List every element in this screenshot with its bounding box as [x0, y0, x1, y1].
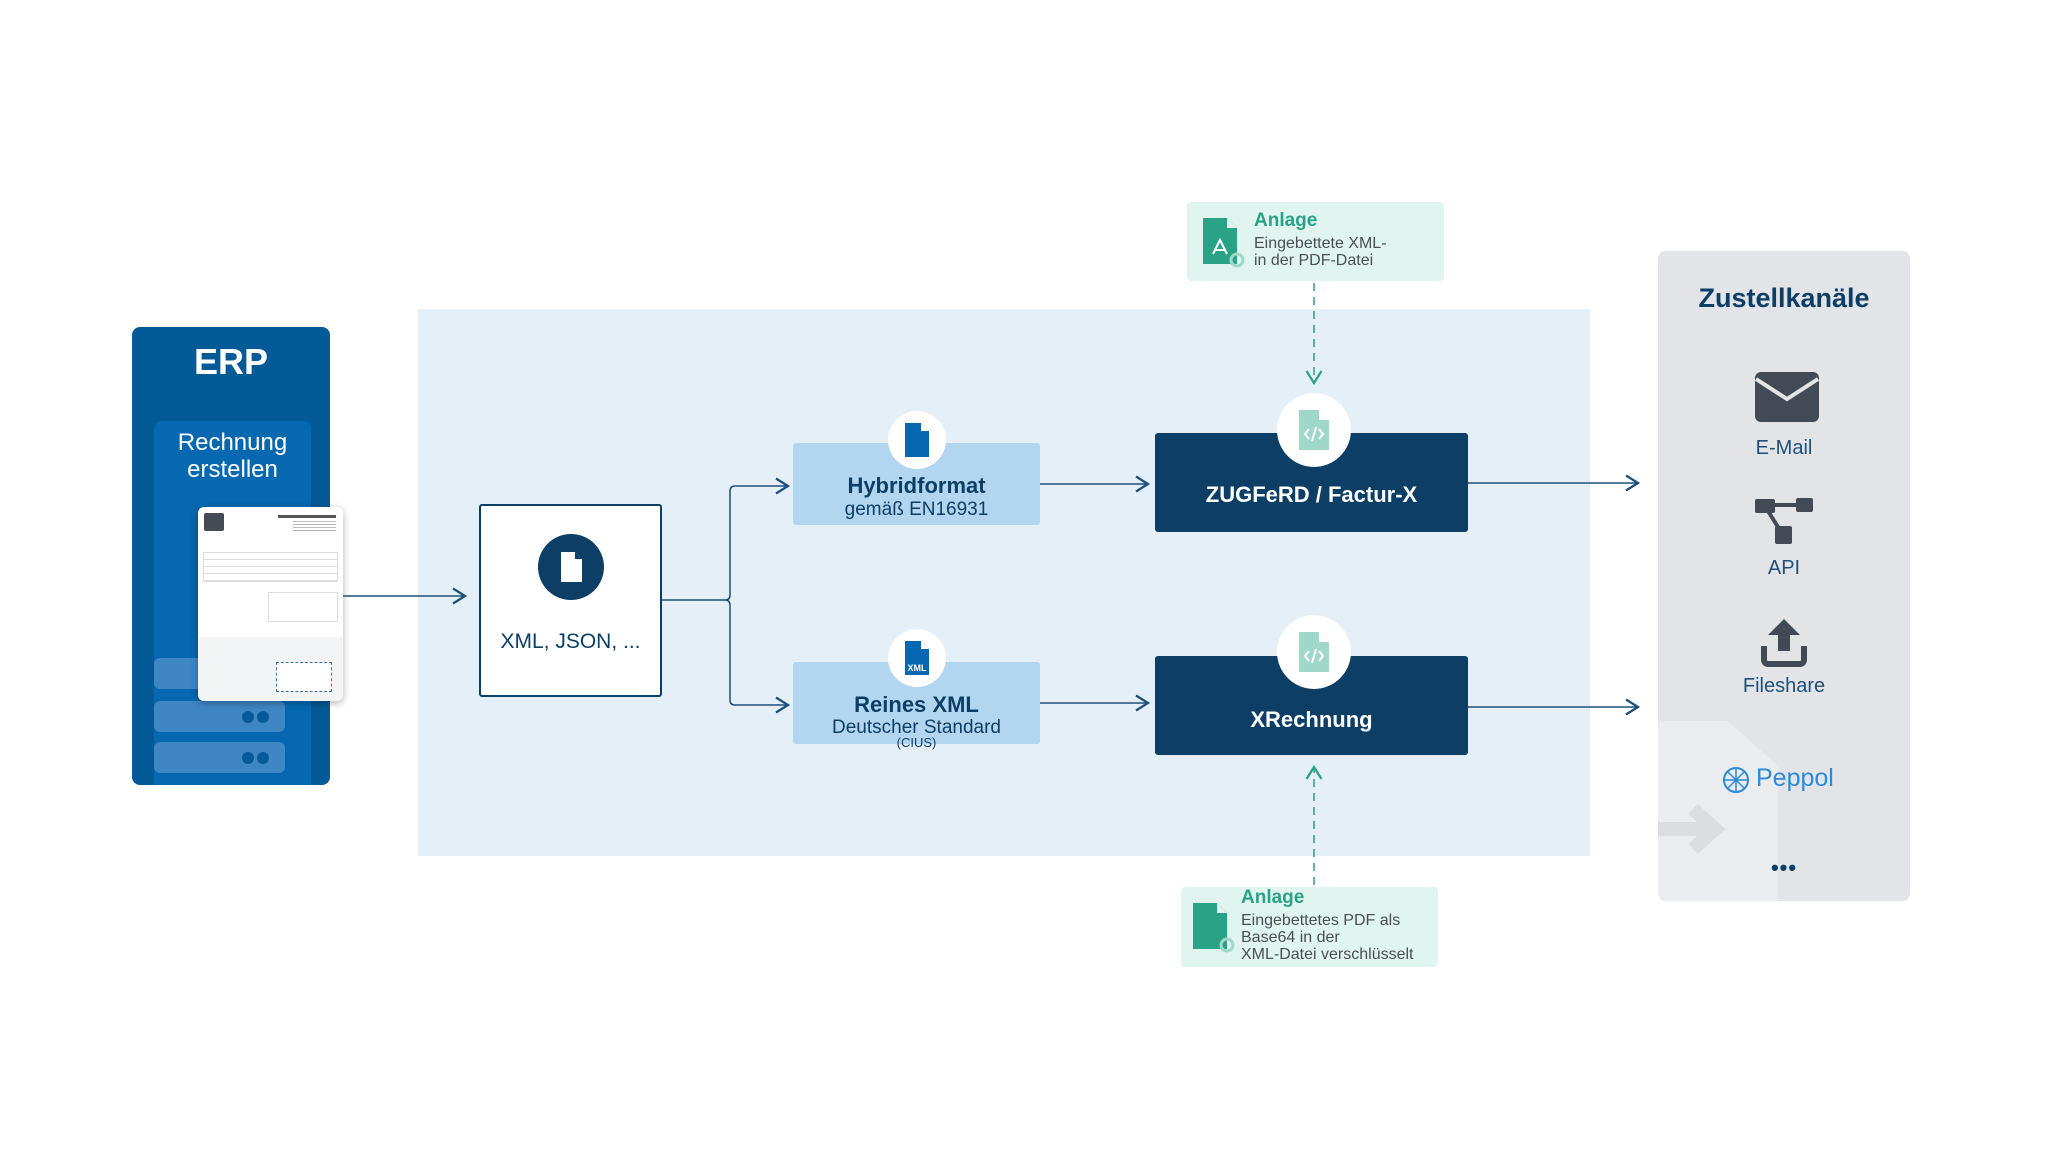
erp-title: ERP [193, 341, 269, 382]
more-channels[interactable]: ••• [1770, 855, 1798, 880]
attachment-note-pdf: Anlage Eingebettete XML-in der PDF-Datei [1187, 202, 1444, 281]
erp-subtitle-line: Rechnung [177, 429, 288, 456]
invoice-address-lines [293, 521, 336, 531]
file-icon [888, 411, 946, 469]
peppol-logo [1723, 767, 1749, 793]
server-bar [154, 701, 285, 732]
delivery-channels-panel: Zustellkanäle E-Mail API Fileshare Peppo… [1658, 251, 1910, 901]
erp-subtitle-line: erstellen [187, 456, 278, 483]
signature-box [276, 662, 332, 692]
logo-icon [204, 513, 224, 531]
api-icon[interactable] [1754, 497, 1814, 547]
server-bar [154, 742, 285, 773]
output-label: XRechnung [1250, 707, 1373, 732]
output-label: ZUGFeRD / Factur-X [1205, 482, 1418, 507]
xml-file-icon: XML [888, 629, 946, 687]
channel-peppol[interactable]: Peppol [1756, 764, 1834, 792]
code-file-icon [1277, 393, 1351, 467]
attachment-text: Eingebettete XML-in der PDF-Datei [1254, 235, 1387, 269]
channel-email[interactable]: E-Mail [1755, 437, 1813, 459]
pdf-attachment-icon [1203, 218, 1245, 268]
background-file-arrow-icon [1658, 721, 1778, 901]
channels-title: Zustellkanäle [1698, 283, 1870, 313]
file-icon [538, 534, 604, 600]
svg-text:XML: XML [908, 663, 928, 673]
channel-fileshare[interactable]: Fileshare [1742, 675, 1826, 697]
invoice-header-line [278, 515, 336, 518]
envelope-icon[interactable] [1754, 371, 1820, 423]
code-file-icon [1277, 615, 1351, 689]
channel-api[interactable]: API [1767, 557, 1801, 579]
file-attachment-icon [1193, 903, 1235, 953]
upload-icon[interactable] [1760, 618, 1808, 668]
source-data-box: XML, JSON, ... [479, 504, 662, 697]
attachment-title: Anlage [1254, 210, 1318, 231]
format-title: Reines XML [854, 692, 979, 717]
attachment-title: Anlage [1241, 887, 1305, 908]
format-title: Hybridformat [847, 473, 986, 498]
invoice-document-thumbnail [198, 507, 343, 701]
format-subtitle: gemäß EN16931 [844, 499, 989, 520]
invoice-table [203, 552, 338, 582]
invoice-totals [268, 592, 338, 622]
source-label: XML, JSON, ... [500, 630, 641, 653]
format-note: (CIUS) [896, 735, 937, 750]
format-subtitle: Deutscher Standard [832, 717, 1001, 738]
